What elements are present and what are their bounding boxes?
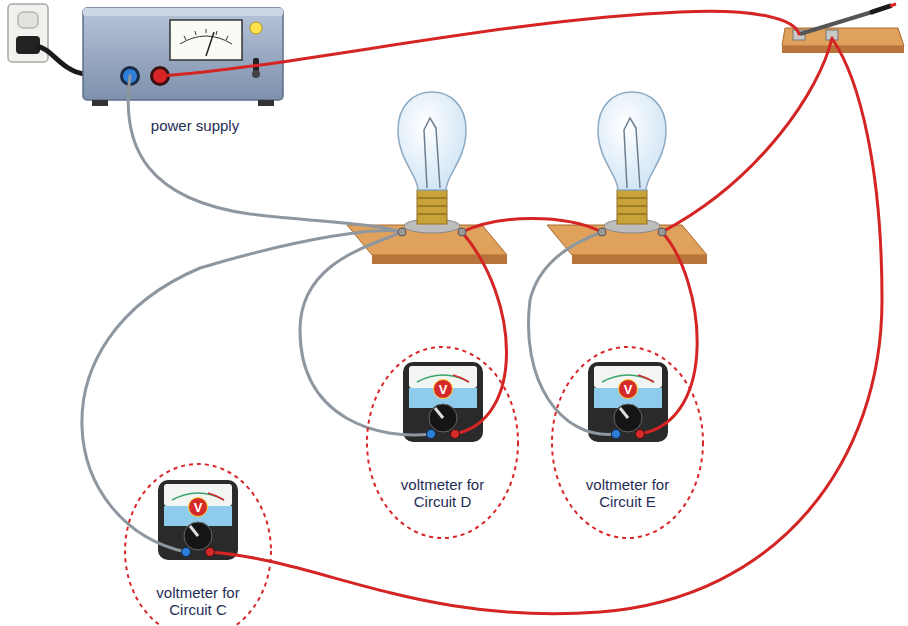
wood-board-edge bbox=[372, 255, 507, 264]
dial-pointer bbox=[190, 526, 198, 536]
terminal-screw bbox=[398, 228, 406, 236]
meter-caption: voltmeter for Circuit D bbox=[399, 476, 487, 510]
grey-wire bbox=[300, 232, 431, 435]
bulb-glass bbox=[398, 92, 466, 190]
outlet-plate bbox=[8, 4, 48, 62]
switch-handle bbox=[872, 6, 890, 12]
switch-handle-tip bbox=[890, 4, 896, 6]
terminal-screw bbox=[658, 228, 666, 236]
red-wire bbox=[455, 232, 507, 434]
terminal-screw bbox=[598, 228, 606, 236]
supply-foot bbox=[92, 100, 108, 106]
meter-terminal bbox=[427, 430, 436, 439]
meter-scale bbox=[180, 36, 232, 44]
terminals bbox=[182, 228, 667, 557]
dashed-ellipse bbox=[365, 345, 520, 540]
toggle-base bbox=[252, 70, 260, 78]
terminal-screw bbox=[458, 228, 466, 236]
power-supply: power supply bbox=[83, 8, 283, 100]
bulb-glass bbox=[598, 92, 666, 190]
indicator-light bbox=[250, 22, 262, 34]
red-wire bbox=[210, 40, 882, 614]
switch-board-edge bbox=[782, 46, 904, 53]
meter-terminal bbox=[182, 548, 191, 557]
meter-ticks bbox=[184, 29, 228, 40]
meter-dial bbox=[429, 404, 457, 432]
voltmeter-outline: voltmeter for Circuit D bbox=[365, 345, 520, 540]
dial-pointer bbox=[435, 408, 443, 418]
grey-wire bbox=[528, 232, 616, 434]
meter-terminal bbox=[636, 430, 645, 439]
voltmeter-outline: voltmeter for Circuit C bbox=[123, 462, 273, 626]
dashed-ellipse bbox=[125, 464, 271, 626]
power-supply-box bbox=[83, 8, 283, 106]
outlet-socket bbox=[18, 12, 38, 28]
meter-caption: voltmeter for Circuit C bbox=[154, 584, 242, 618]
meter-dial bbox=[184, 522, 212, 550]
meter-terminal bbox=[206, 548, 215, 557]
dashed-ellipse bbox=[550, 345, 705, 540]
switch-board bbox=[782, 28, 904, 46]
red-wire bbox=[640, 232, 697, 434]
meter-scale-red bbox=[453, 375, 469, 382]
voltmeter-outline: voltmeter for Circuit E bbox=[550, 345, 705, 540]
bulb-1 bbox=[347, 92, 507, 264]
wood-board-edge bbox=[572, 255, 707, 264]
switch-blade bbox=[800, 12, 872, 34]
dial-pointer bbox=[620, 408, 628, 418]
device-label: power supply bbox=[151, 117, 239, 134]
meter-needle bbox=[206, 32, 214, 56]
meter-scale-red bbox=[638, 375, 654, 382]
bulb-2 bbox=[547, 92, 707, 264]
meter-scale-red bbox=[208, 493, 224, 500]
red-wire bbox=[662, 38, 832, 232]
bulb-base bbox=[417, 190, 447, 224]
dashed-ellipse bbox=[367, 347, 518, 538]
grey-wire bbox=[82, 231, 402, 553]
dashed-ellipse bbox=[552, 347, 703, 538]
filament bbox=[424, 118, 440, 188]
power-cord bbox=[36, 46, 84, 74]
filament bbox=[624, 118, 640, 188]
wires bbox=[82, 11, 882, 613]
base-thread bbox=[417, 198, 447, 214]
meter-caption: voltmeter for Circuit E bbox=[584, 476, 672, 510]
bulb-base bbox=[617, 190, 647, 224]
supply-housing bbox=[83, 8, 283, 100]
meter-symbol: V bbox=[433, 379, 453, 399]
base-thread bbox=[617, 198, 647, 214]
supply-foot bbox=[258, 100, 274, 106]
meter-dial bbox=[614, 404, 642, 432]
supply-top bbox=[83, 8, 283, 16]
meter-terminal bbox=[451, 430, 460, 439]
meter-terminal bbox=[612, 430, 621, 439]
red-wire bbox=[160, 11, 799, 76]
supply-meter bbox=[170, 20, 242, 60]
grey-wire bbox=[128, 76, 402, 232]
red-wire bbox=[462, 219, 602, 233]
meter-symbol: V bbox=[618, 379, 638, 399]
wall-outlet bbox=[8, 4, 84, 74]
meter-symbol: V bbox=[188, 497, 208, 517]
knife-switch bbox=[782, 4, 904, 53]
